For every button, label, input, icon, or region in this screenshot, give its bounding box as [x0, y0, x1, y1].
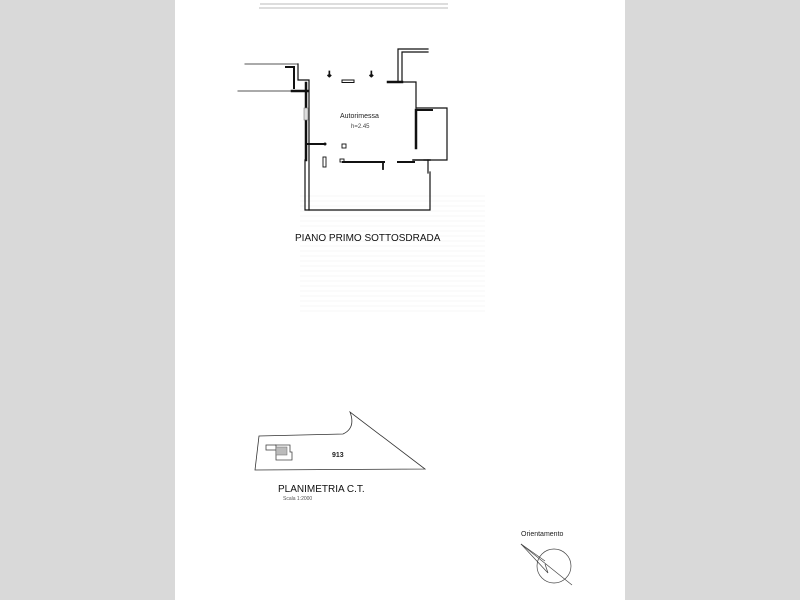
scale-label: Scala 1:2000 [283, 496, 313, 502]
svg-text:↓: ↓ [368, 70, 375, 79]
room-name-label: Autorimessa [340, 113, 379, 120]
svg-text:↓: ↓ [326, 70, 333, 79]
room-height-label: h=2.45 [351, 124, 370, 130]
building-footprint [265, 444, 293, 461]
cadastral-map-title: PLANIMETRIA C.T. [278, 484, 365, 495]
floor-plan-walls: ↓ ↓ [237, 48, 448, 211]
header-lines [259, 3, 448, 9]
floor-title: PIANO PRIMO SOTTOSDRADA [295, 233, 441, 244]
faint-background-texture [300, 195, 485, 315]
cadastral-parcel [254, 410, 427, 471]
orientation-label: Orientamento [521, 531, 564, 538]
parcel-number: 913 [332, 452, 344, 459]
north-arrow-icon [520, 543, 573, 586]
document-page [175, 0, 625, 600]
